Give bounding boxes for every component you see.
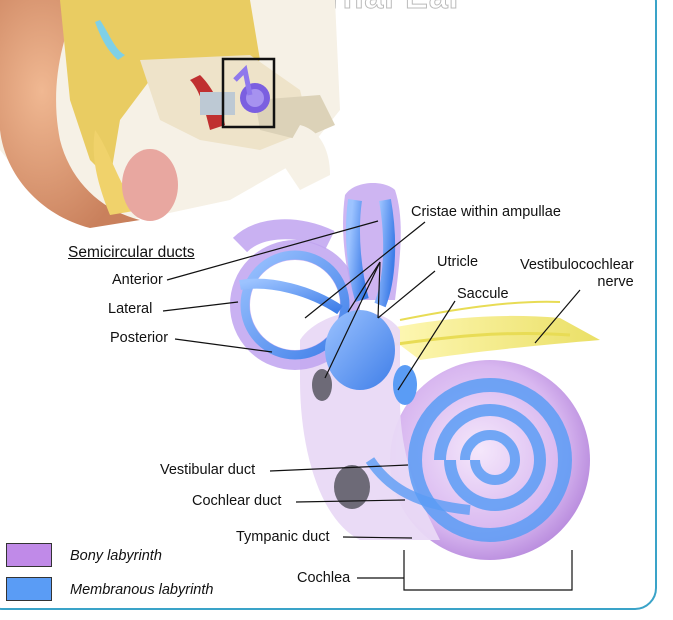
label-tympanic-duct: Tympanic duct [236, 529, 330, 545]
zoom-box [221, 57, 276, 129]
label-cochlea: Cochlea [297, 570, 351, 586]
bony-labyrinth [230, 183, 590, 560]
semicircular-ducts-heading: Semicircular ducts [68, 244, 195, 261]
vestibulocochlear-nerve [380, 300, 600, 360]
label-posterior: Posterior [110, 330, 169, 346]
label-vestibulocochlear-line1: Vestibulocochlear [520, 257, 634, 273]
leader-lines [162, 220, 581, 591]
panel-frame [0, 0, 657, 610]
label-vestibular-duct: Vestibular duct [160, 462, 256, 478]
ear-overview-inset [0, 0, 340, 230]
label-lateral: Lateral [108, 301, 153, 317]
legend-label-membranous: Membranous labyrinth [70, 582, 214, 598]
label-saccule: Saccule [457, 286, 509, 302]
label-cochlear-duct: Cochlear duct [192, 493, 282, 509]
label-vestibulocochlear-line2: nerve [597, 273, 634, 290]
label-utricle: Utricle [437, 254, 479, 270]
label-anterior: Anterior [112, 272, 163, 288]
label-vestibulocochlear: Vestibulocochlear nerve [520, 258, 634, 289]
legend-label-bony: Bony labyrinth [70, 548, 162, 564]
label-cristae: Cristae within ampullae [411, 204, 561, 220]
legend-swatch-membranous [6, 577, 52, 601]
membranous-labyrinth [239, 198, 573, 542]
legend-swatch-bony [6, 543, 52, 567]
